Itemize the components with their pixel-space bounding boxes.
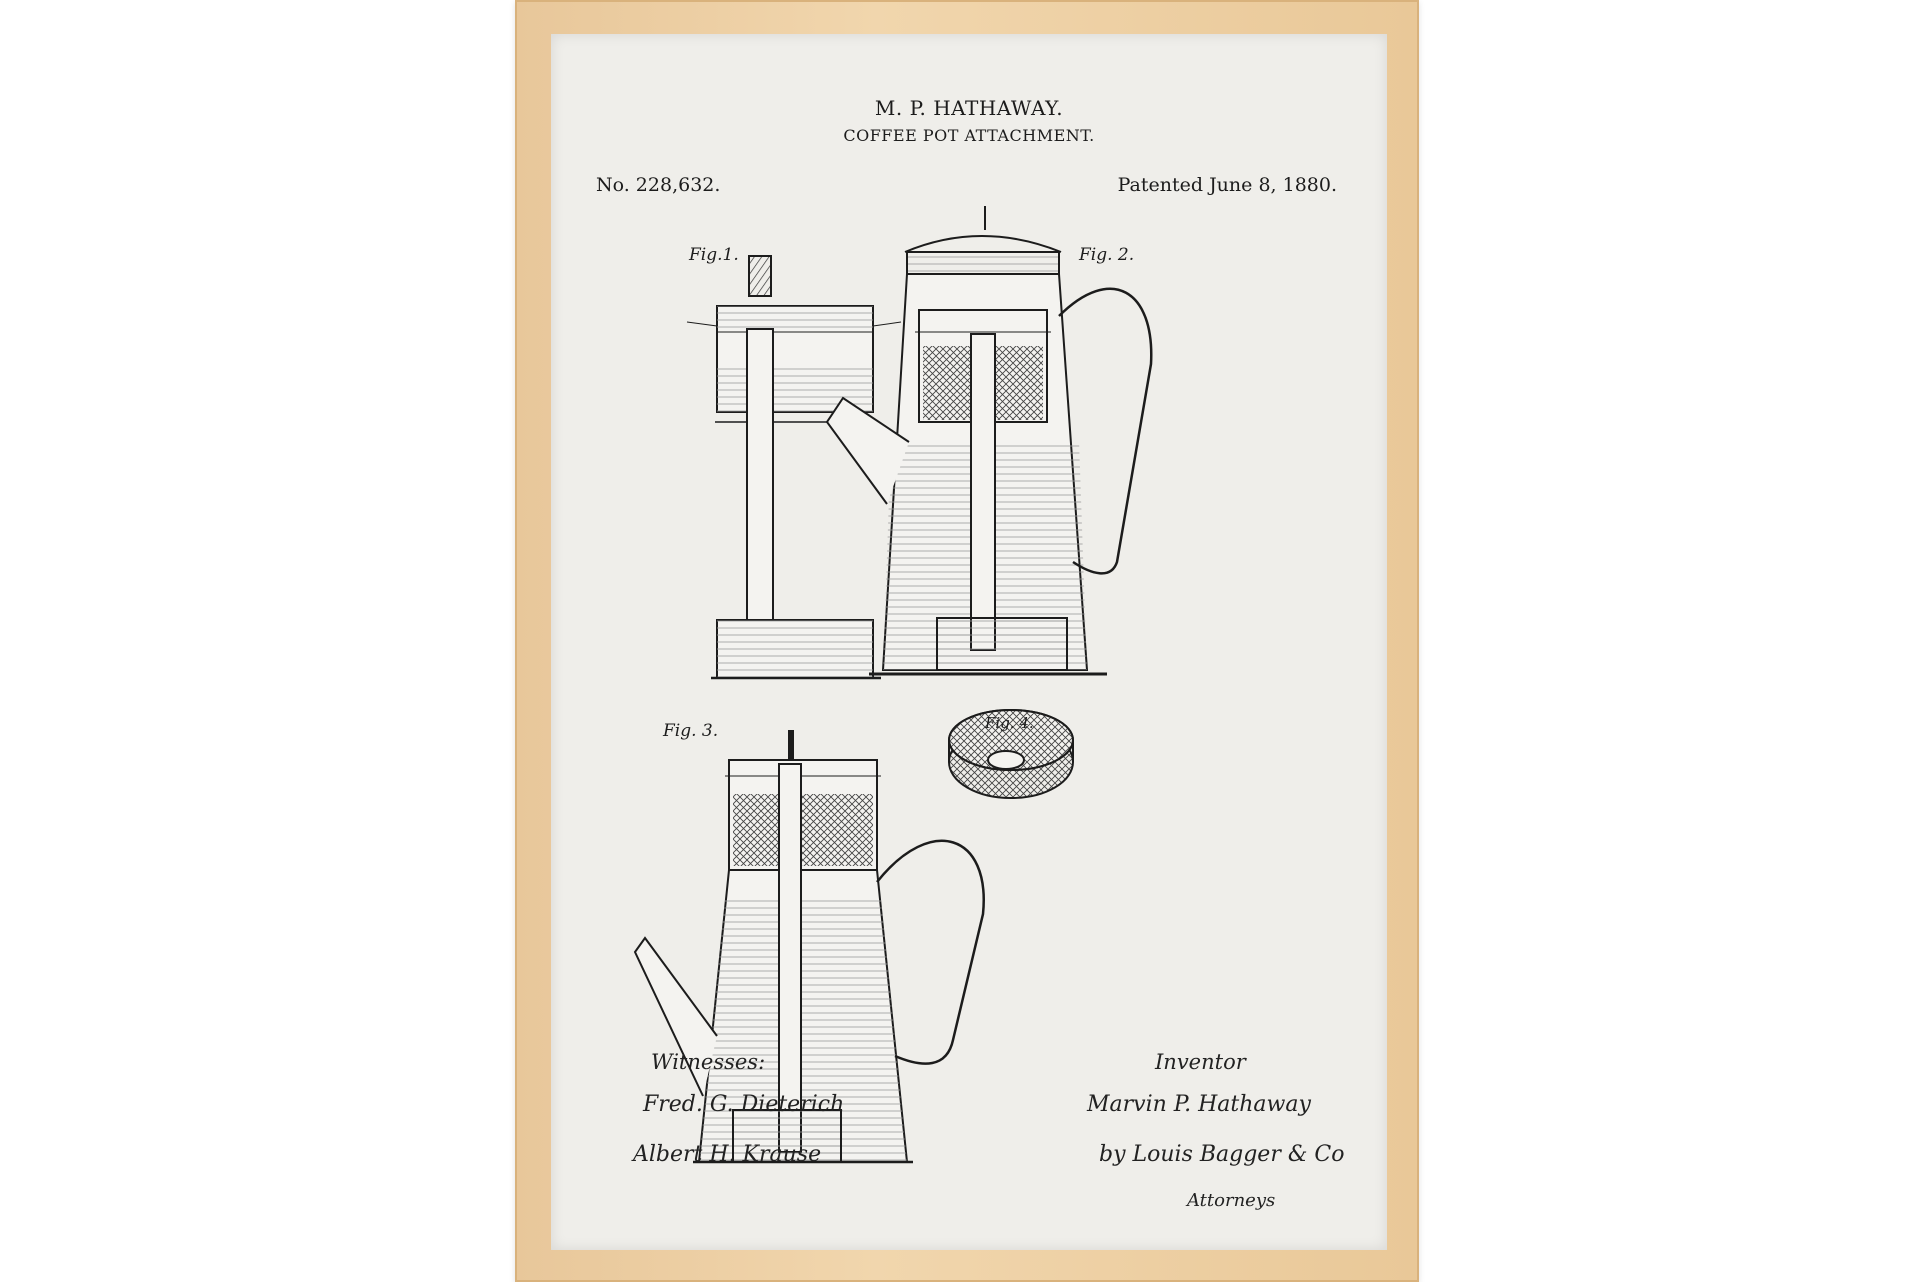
witness-2-signature: Albert H. Krause (633, 1142, 822, 1167)
attorney-signature: by Louis Bagger & Co (1099, 1142, 1345, 1167)
patent-date: Patented June 8, 1880. (1117, 174, 1337, 196)
witness-1-signature: Fred. G. Dieterich (643, 1092, 845, 1117)
attorney-label: Attorneys (1187, 1190, 1276, 1211)
patent-drawing-sheet: M. P. HATHAWAY. COFFEE POT ATTACHMENT. N… (551, 34, 1387, 1250)
witnesses-label: Witnesses: (651, 1050, 766, 1074)
inventor-signature: Marvin P. Hathaway (1087, 1092, 1311, 1117)
figure-1-attachment (686, 255, 902, 680)
patent-title: COFFEE POT ATTACHMENT. (843, 126, 1095, 145)
figure-3-coffee-pot (633, 730, 985, 1164)
fig3-label: Fig. 3. (662, 721, 718, 741)
inventor-label: Inventor (1155, 1050, 1246, 1074)
fig2-label: Fig. 2. (1078, 245, 1134, 265)
fig1-label: Fig.1. (688, 245, 739, 265)
technical-drawing: Fig.1. Fig. 2. Fig. 3. Fig. 4. (633, 206, 1153, 1164)
fig4-label: Fig. 4. (984, 714, 1034, 732)
inventor-header: M. P. HATHAWAY. (874, 96, 1064, 120)
patent-number: No. 228,632. (596, 174, 721, 196)
figure-2-coffee-pot (825, 206, 1153, 676)
figure-4-disc (948, 709, 1074, 799)
